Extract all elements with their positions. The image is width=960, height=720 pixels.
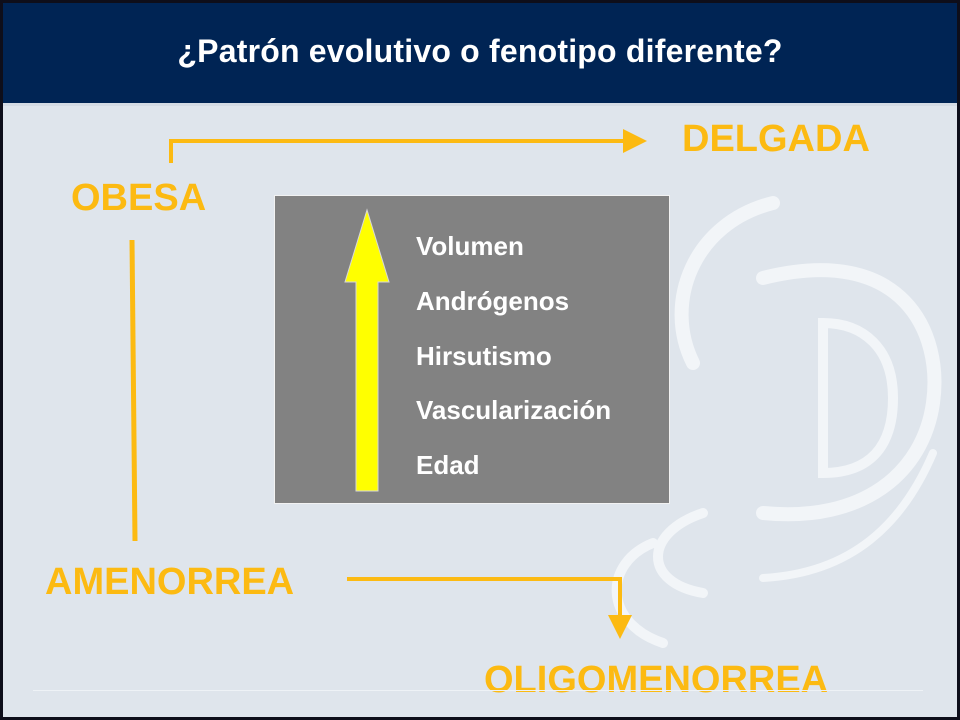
obesa-to-amenorrea-line (129, 239, 138, 542)
slide-title: ¿Patrón evolutivo o fenotipo diferente? (177, 33, 783, 69)
amenorrea-to-oligomenorrea-arrow (347, 577, 632, 639)
footer-divider (33, 690, 923, 691)
factor-item: Vascularización (416, 395, 612, 425)
factor-item: Andrógenos (416, 286, 570, 316)
factor-item: Edad (416, 450, 480, 480)
label-delgada: DELGADA (682, 118, 870, 160)
title-bar: ¿Patrón evolutivo o fenotipo diferente? (3, 3, 957, 106)
obesa-to-delgada-arrow (169, 129, 647, 163)
diagram-connectors (129, 129, 647, 639)
label-amenorrea: AMENORREA (45, 561, 295, 603)
increasing-factors-box: Volumen Andrógenos Hirsutismo Vasculariz… (274, 195, 670, 504)
factor-item: Hirsutismo (416, 341, 552, 371)
d-logo-watermark-icon (611, 196, 942, 648)
label-obesa: OBESA (71, 177, 207, 219)
label-oligomenorrea: OLIGOMENORREA (484, 659, 829, 701)
factor-item: Volumen (416, 231, 524, 261)
up-arrow-icon (344, 208, 390, 492)
